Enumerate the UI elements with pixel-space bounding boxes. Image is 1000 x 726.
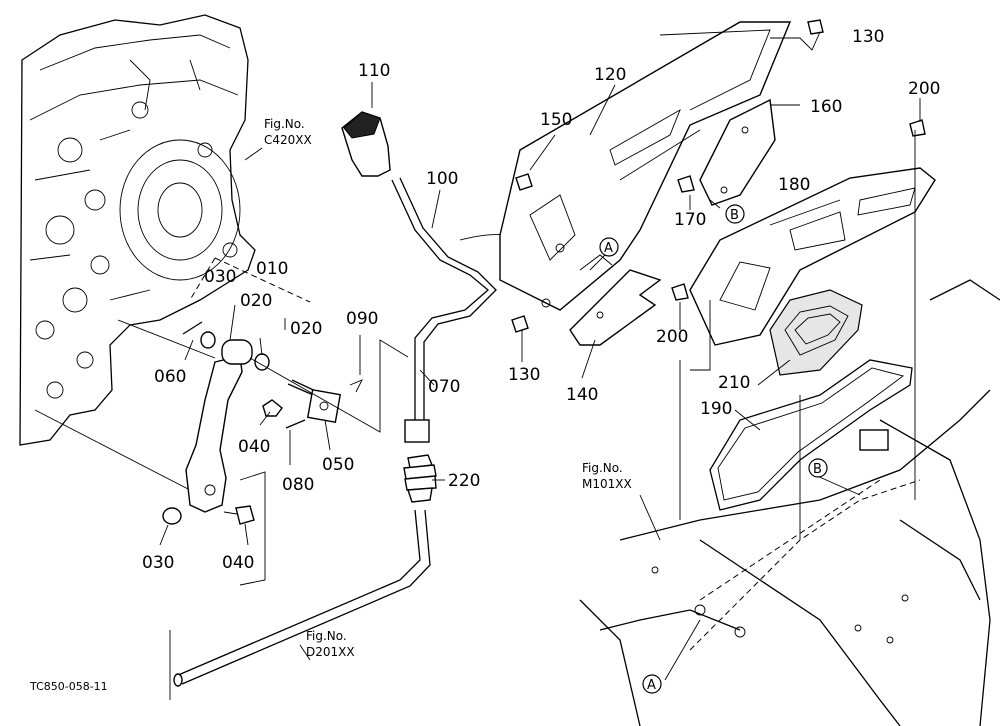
callout-120: 120 [594, 65, 626, 85]
callout-140: 140 [566, 385, 598, 405]
callout-010: 010 [256, 259, 288, 279]
svg-text:Fig.No.: Fig.No. [582, 461, 623, 475]
bracket-160 [699, 98, 776, 206]
figure-ref-m101: Fig.No. M101XX [582, 461, 632, 491]
marker-a-bottom: A [642, 674, 662, 694]
guide-plate-140 [569, 269, 662, 346]
callout-200-mid: 200 [656, 327, 688, 347]
callout-050: 050 [322, 455, 354, 475]
svg-text:C420XX: C420XX [264, 133, 312, 147]
callout-130-mid: 130 [508, 365, 540, 385]
marker-a-top: A [599, 237, 619, 257]
svg-text:Fig.No.: Fig.No. [264, 117, 305, 131]
leader-bolt-130-top [770, 31, 821, 51]
figure-ref-d201: Fig.No. D201XX [306, 629, 355, 659]
callout-030-top: 030 [204, 267, 236, 287]
marker-b-top: B [725, 204, 745, 224]
callout-090: 090 [346, 309, 378, 329]
svg-text:A: A [604, 241, 613, 256]
marker-b-bottom: B [808, 458, 828, 478]
svg-text:D201XX: D201XX [306, 645, 355, 659]
callout-030-bottom: 030 [142, 553, 174, 573]
callout-070: 070 [428, 377, 460, 397]
leader-case-lever-2 [117, 319, 216, 359]
callout-110: 110 [358, 61, 390, 81]
leader-panel-left-2 [690, 300, 711, 371]
callout-220: 220 [448, 471, 480, 491]
callout-200-top: 200 [908, 79, 940, 99]
svg-text:Fig.No.: Fig.No. [306, 629, 347, 643]
callout-040-mid: 040 [238, 437, 270, 457]
callout-100: 100 [426, 169, 458, 189]
leader-case-lever [34, 409, 191, 491]
svg-text:A: A [647, 678, 656, 693]
callout-020-b: 020 [290, 319, 322, 339]
callout-020-a: 020 [240, 291, 272, 311]
callout-040-bottom: 040 [222, 553, 254, 573]
callout-160: 160 [810, 97, 842, 117]
transmission-case [19, 14, 256, 446]
callout-150: 150 [540, 110, 572, 130]
shift-arm-assembly [162, 257, 409, 586]
callout-060: 060 [154, 367, 186, 387]
callout-130-top: 130 [852, 27, 884, 47]
svg-text:B: B [730, 208, 739, 223]
boot-210 [769, 289, 863, 376]
callout-190: 190 [700, 399, 732, 419]
callout-210: 210 [718, 373, 750, 393]
figure-ref-c420: Fig.No. C420XX [264, 117, 312, 147]
leader-lines [159, 82, 921, 681]
floor-panel [579, 279, 1000, 726]
bolts [511, 19, 926, 333]
callout-180: 180 [778, 175, 810, 195]
svg-text:B: B [813, 462, 822, 477]
callout-170: 170 [674, 210, 706, 230]
rubber-boot [403, 454, 437, 503]
svg-text:M101XX: M101XX [582, 477, 632, 491]
document-code: TC850-058-11 [29, 680, 108, 693]
lever-guide-bracket [499, 21, 792, 311]
panel-180 [689, 167, 936, 346]
gasket-190 [709, 359, 913, 511]
callout-080: 080 [282, 475, 314, 495]
shift-lever [169, 111, 521, 700]
